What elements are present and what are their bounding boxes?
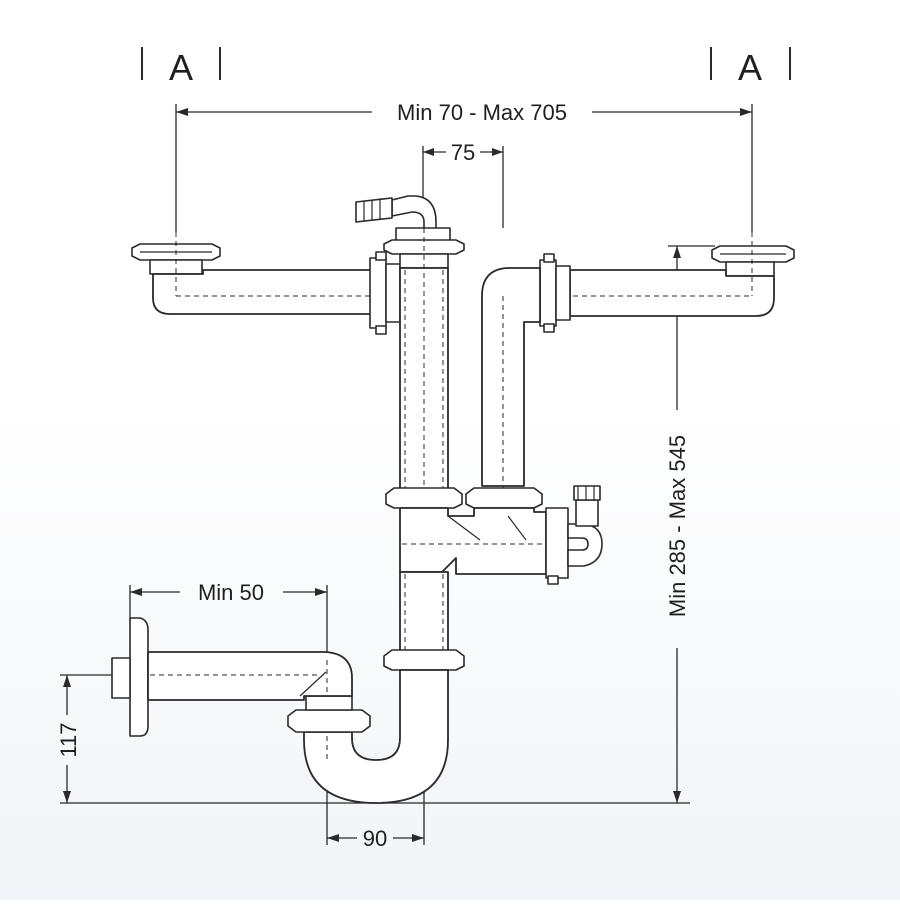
dimension-outlet-offset: 75: [422, 140, 504, 228]
u-trap-bend: [303, 669, 449, 804]
wall-outlet-pipe: [147, 651, 353, 701]
side-connector-nut: [545, 507, 569, 585]
trap-width-label: 90: [363, 826, 387, 851]
central-outlet-head: [383, 227, 465, 269]
overflow-elbow-connector: [355, 195, 437, 233]
right-down-pipe: [481, 267, 541, 487]
outlet-offset-label: 75: [451, 140, 475, 165]
left-arm-union-nut: [369, 251, 401, 335]
dimension-wall-distance: Min 50: [129, 580, 328, 660]
dimension-outlet-height: 117: [56, 674, 115, 803]
wall-distance-label: Min 50: [198, 580, 264, 605]
lower-vertical-tube: [399, 571, 449, 653]
total-height-label: Min 285 - Max 545: [665, 435, 690, 617]
right-arm-union-nut: [539, 253, 571, 333]
sink-spacing-label: Min 70 - Max 705: [397, 100, 567, 125]
tee-body: [399, 507, 547, 575]
section-label-left: A: [169, 47, 193, 88]
dimension-sink-spacing: Min 70 - Max 705: [175, 100, 753, 232]
outlet-height-label: 117: [56, 722, 81, 757]
section-marker-right: A: [710, 47, 791, 88]
section-label-right: A: [738, 47, 762, 88]
right-tee-nut: [465, 487, 543, 509]
trap-inlet-nut: [287, 695, 371, 733]
wall-flange: [111, 617, 149, 737]
appliance-hose-elbow: [567, 485, 603, 567]
dimension-total-height: Min 285 - Max 545: [665, 245, 715, 803]
trap-union-nut: [383, 649, 465, 671]
right-sink-outlet: [711, 245, 795, 277]
section-marker-left: A: [141, 47, 221, 88]
dimension-trap-width: 90: [326, 760, 425, 851]
right-horizontal-arm: [569, 269, 775, 317]
left-horizontal-arm: [152, 269, 373, 315]
left-tee-nut: [385, 487, 463, 509]
